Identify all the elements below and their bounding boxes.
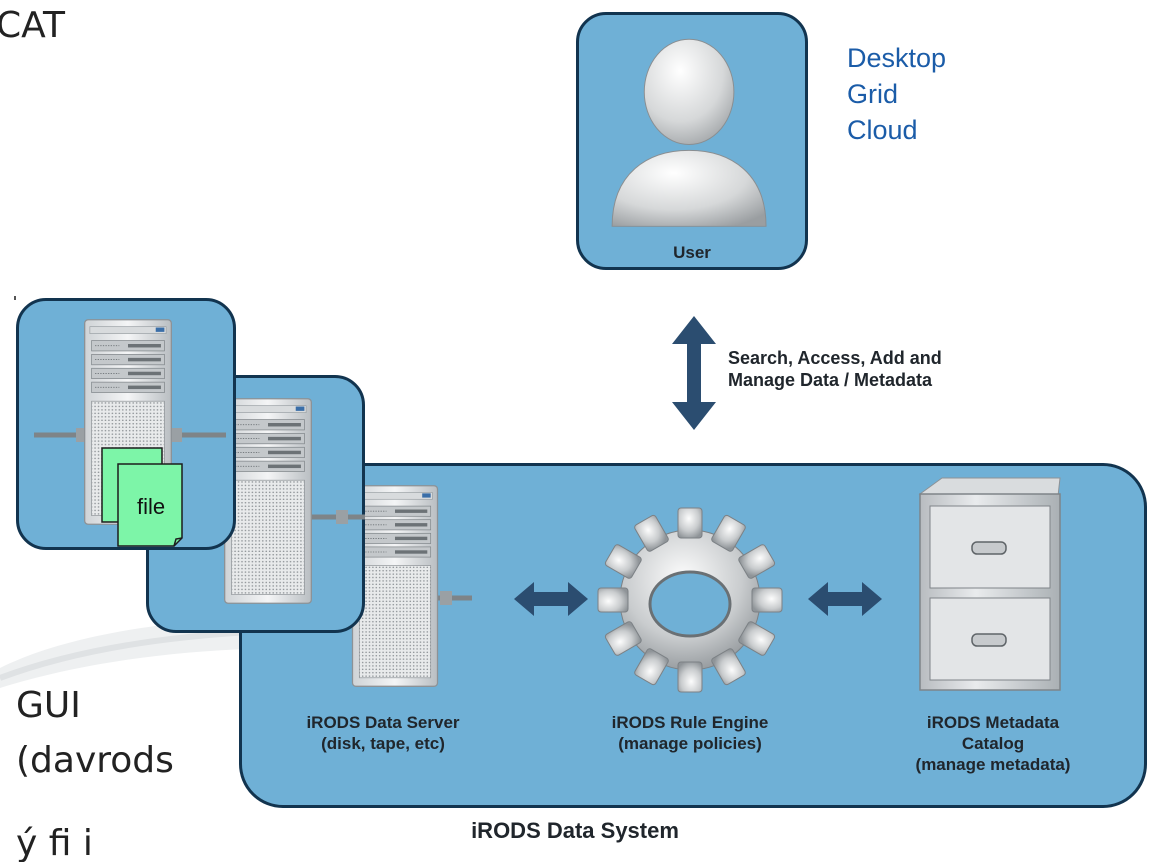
data-server-label-line-2: (disk, tape, etc) bbox=[321, 734, 445, 753]
slide-fragment-cat: CAT bbox=[0, 5, 65, 46]
server-card-front: file bbox=[16, 298, 236, 550]
rule-engine-gear-icon bbox=[597, 507, 783, 693]
access-arrow-label-line-1: Search, Access, Add and bbox=[728, 348, 942, 368]
file-document-icon bbox=[101, 447, 183, 547]
metadata-catalog-label: iRODS Metadata Catalog (manage metadata) bbox=[873, 712, 1113, 775]
user-avatar-icon bbox=[611, 38, 767, 227]
metadata-catalog-label-line-3: (manage metadata) bbox=[915, 755, 1071, 774]
data-server-label: iRODS Data Server (disk, tape, etc) bbox=[263, 712, 503, 754]
system-title: iRODS Data System bbox=[471, 818, 679, 843]
user-label: User bbox=[673, 243, 711, 262]
engine-catalog-double-arrow-icon bbox=[808, 582, 882, 616]
user-card: User bbox=[576, 12, 808, 270]
environment-desktop: Desktop bbox=[847, 43, 947, 73]
access-arrow-label: Search, Access, Add and Manage Data / Me… bbox=[728, 347, 942, 391]
slide-fragment-dot bbox=[14, 296, 16, 300]
metadata-catalog-label-line-2: Catalog bbox=[961, 734, 1025, 753]
environment-cloud: Cloud bbox=[847, 115, 918, 145]
environment-grid: Grid bbox=[847, 79, 899, 109]
slide-fragment-gui: GUI bbox=[16, 685, 81, 726]
environment-list: Desktop Grid Cloud bbox=[847, 40, 946, 148]
metadata-catalog-label-line-1: iRODS Metadata bbox=[926, 713, 1060, 732]
slide-fragment-davrods: (davrods bbox=[16, 743, 174, 779]
metadata-catalog-cabinet-icon bbox=[918, 477, 1061, 691]
data-server-label-line-1: iRODS Data Server bbox=[306, 713, 460, 732]
rule-engine-label-line-1: iRODS Rule Engine bbox=[611, 713, 769, 732]
file-label: file bbox=[137, 494, 166, 519]
rule-engine-label-line-2: (manage policies) bbox=[618, 734, 762, 753]
rule-engine-label: iRODS Rule Engine (manage policies) bbox=[570, 712, 810, 754]
server-engine-double-arrow-icon bbox=[514, 582, 588, 616]
access-arrow-label-line-2: Manage Data / Metadata bbox=[728, 370, 933, 390]
server-icon bbox=[34, 319, 226, 547]
vertical-double-arrow-icon bbox=[672, 316, 716, 430]
